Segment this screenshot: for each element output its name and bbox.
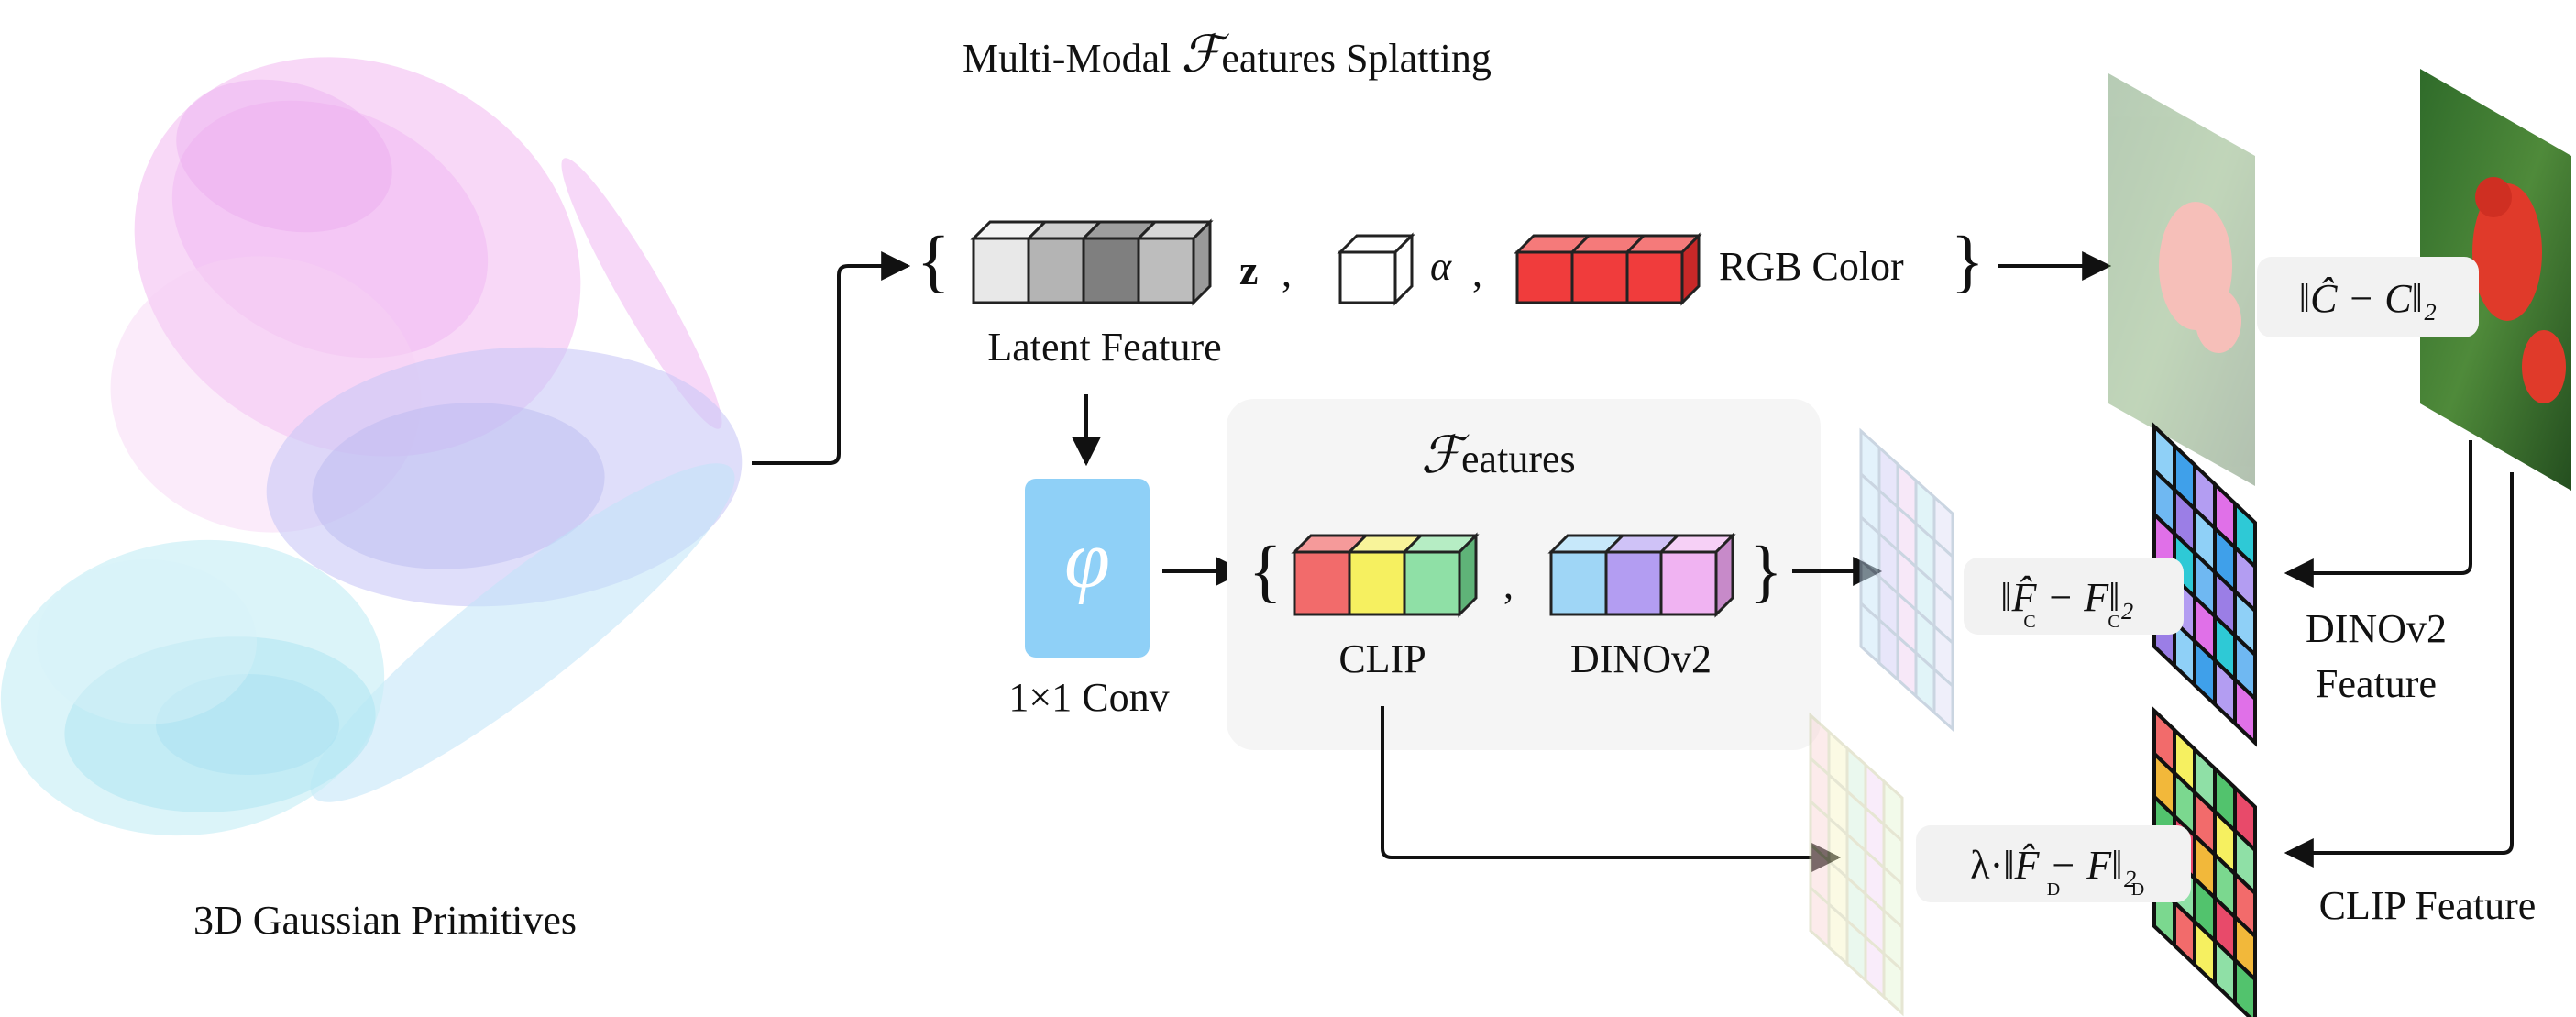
- rendered-clip-cell: [1827, 771, 1849, 838]
- latent-cube-3: [1080, 220, 1159, 304]
- dino-label: DINOv2: [1570, 636, 1712, 681]
- loss-rgb-text: ‖Ĉ − C‖₂: [2299, 276, 2437, 321]
- rendered-image: [2108, 73, 2255, 486]
- dino-cube-2: [1604, 550, 1663, 616]
- loss-dino-text: ‖F̂ − F‖₂: [2000, 575, 2133, 620]
- dinov2-feature-cell: [2233, 675, 2257, 747]
- gaussians-caption: 3D Gaussian Primitives: [193, 898, 577, 943]
- loss-clip-subscript-2: D: [2131, 879, 2144, 900]
- rendered-clip-cell: [1827, 814, 1849, 881]
- latent-cube-4: [1135, 218, 1214, 306]
- loss-clip-box: λ·‖F̂ − F‖₂ D D: [1916, 825, 2191, 902]
- rendered-clip-cell: [1864, 934, 1886, 1000]
- rendered-clip-cell: [1864, 847, 1886, 914]
- loss-dino-expr: ‖F̂ − F‖₂: [2000, 575, 2133, 620]
- rendered-clip-cell: [1827, 857, 1849, 924]
- loss-clip-text: λ·‖F̂ − F‖₂: [1970, 843, 2136, 888]
- rgb-cubes: [1514, 232, 1702, 306]
- rendered-clip-cell: [1845, 745, 1867, 812]
- arrow-image-to-clip: [2284, 472, 2514, 868]
- brace-open-latent: {: [917, 223, 950, 300]
- clip-feature-grid: [2152, 706, 2257, 1017]
- conv-block: φ: [1025, 479, 1150, 658]
- rendered-clip-cell: [1809, 841, 1831, 908]
- clip-cube-3: [1403, 550, 1461, 616]
- gaussian-primitives: [0, 57, 743, 836]
- rendered-clip-cell: [1882, 907, 1904, 974]
- rendered-clip-cell: [1809, 798, 1831, 865]
- arrow-gaussians-to-latent: [752, 251, 911, 465]
- rendered-dino-grid: [1859, 427, 1954, 733]
- conv-caption: 1×1 Conv: [1008, 675, 1169, 720]
- loss-clip-prefix: λ·: [1970, 843, 2003, 888]
- dino-cube-3: [1659, 550, 1718, 616]
- rendered-clip-cell: [1809, 884, 1831, 951]
- clip-cubes: [1291, 532, 1480, 618]
- ground-truth-image: [2420, 69, 2571, 491]
- comma-2: ,: [1472, 250, 1482, 295]
- alpha-label: α: [1430, 244, 1452, 289]
- rendered-clip-cell: [1864, 890, 1886, 957]
- loss-clip-subscript: D: [2047, 879, 2060, 900]
- rendered-clip-cell: [1845, 788, 1867, 855]
- dino-feature-label-1: DINOv2: [2306, 606, 2447, 651]
- arrow-image-to-dino: [2284, 440, 2472, 588]
- latent-cube-2: [1025, 220, 1104, 304]
- brace-open-features: {: [1249, 533, 1282, 610]
- rendered-clip-grid: [1809, 712, 1904, 1017]
- loss-dino-subscript-2: C: [2108, 612, 2119, 632]
- latent-cubes: [970, 218, 1214, 306]
- title-prefix: Multi-Modal: [963, 36, 1181, 81]
- title-suffix: eatures Splatting: [1221, 36, 1492, 81]
- rgb-label: RGB Color: [1719, 244, 1904, 289]
- rendered-clip-cell: [1809, 712, 1831, 779]
- clip-feature-label: CLIP Feature: [2319, 883, 2537, 928]
- clip-label: CLIP: [1338, 636, 1426, 681]
- z-label: z: [1239, 247, 1258, 293]
- rendered-clip-cell: [1864, 761, 1886, 828]
- rendered-clip-cell: [1882, 778, 1904, 845]
- loss-rgb-box: ‖Ĉ − C‖₂: [2257, 257, 2479, 337]
- rendered-clip-cell: [1882, 821, 1904, 888]
- clip-cube-2: [1348, 550, 1406, 616]
- rendered-clip-cell: [1864, 804, 1886, 871]
- clip-cube-1: [1293, 550, 1351, 616]
- loss-dino-box: ‖F̂ − F‖₂ C C: [1964, 558, 2184, 635]
- loss-dino-subscript: C: [2023, 612, 2035, 632]
- features-panel-title: ℱeatures: [1421, 427, 1576, 484]
- comma-3: ,: [1503, 562, 1514, 607]
- rendered-clip-cell: [1845, 831, 1867, 898]
- dino-feature-label-2: Feature: [2316, 661, 2437, 706]
- comma-1: ,: [1282, 250, 1292, 295]
- latent-caption: Latent Feature: [987, 325, 1221, 370]
- conv-symbol: φ: [1064, 514, 1110, 605]
- dino-cube-1: [1549, 550, 1608, 616]
- rendered-dino-cell: [1932, 666, 1954, 733]
- brace-close-latent: }: [1951, 223, 1984, 300]
- arrow-clip-to-bottom-grid: [1381, 706, 1842, 872]
- features-suffix: eatures: [1461, 437, 1576, 481]
- loss-clip-expr: ‖F̂ − F‖₂: [2003, 843, 2136, 888]
- rendered-clip-cell: [1809, 755, 1831, 822]
- dino-cubes: [1547, 532, 1736, 618]
- rendered-clip-cell: [1827, 728, 1849, 795]
- rendered-clip-cell: [1845, 917, 1867, 984]
- clip-feature-cell: [2233, 956, 2257, 1017]
- alpha-cube: [1337, 232, 1415, 306]
- features-panel: [1227, 399, 1821, 750]
- rendered-clip-cell: [1882, 864, 1904, 931]
- rendered-clip-cell: [1845, 874, 1867, 941]
- figure-title: Multi-Modal ℱeatures Splatting: [963, 27, 1492, 83]
- brace-close-features: }: [1749, 533, 1782, 610]
- rendered-clip-cell: [1882, 950, 1904, 1017]
- rendered-clip-cell: [1827, 901, 1849, 967]
